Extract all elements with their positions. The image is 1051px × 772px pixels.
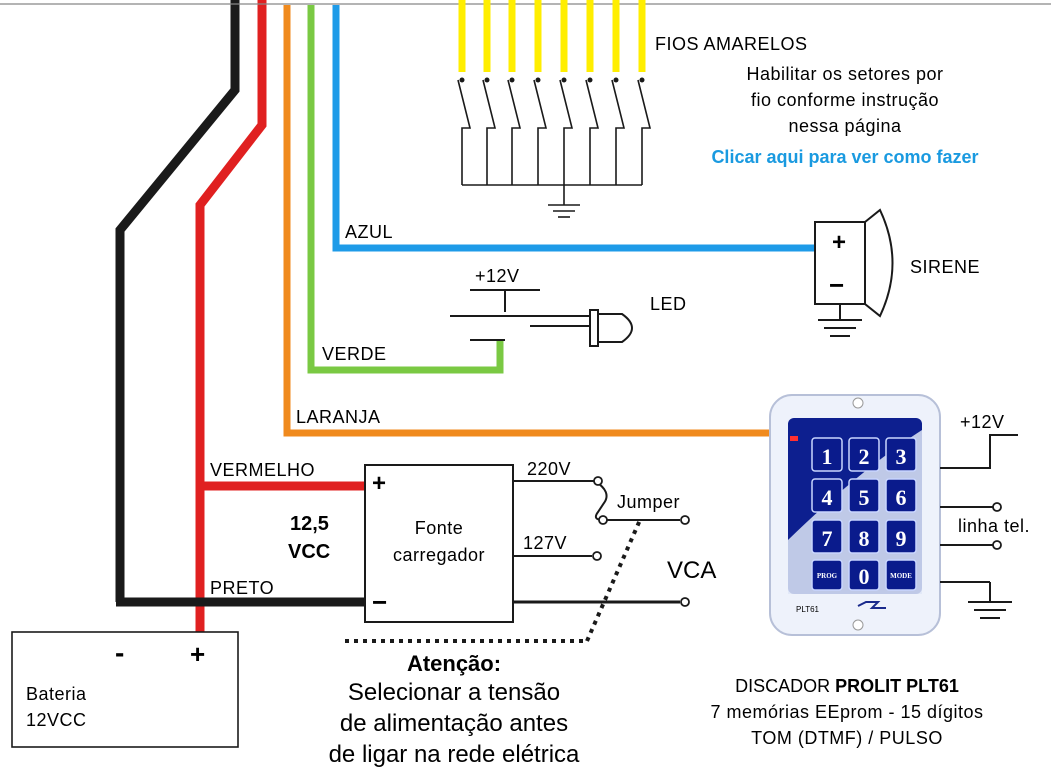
ac-connections bbox=[513, 480, 680, 604]
svg-text:7: 7 bbox=[822, 526, 833, 551]
svg-text:2: 2 bbox=[859, 444, 870, 469]
setores-instruction-1: Habilitar os setores por bbox=[746, 64, 943, 84]
preto-label: PRETO bbox=[210, 578, 274, 598]
wire-red bbox=[195, 0, 366, 660]
key-mode: MODE bbox=[885, 559, 917, 591]
atencao-line-3: de ligar na rede elétrica bbox=[329, 741, 580, 768]
key-9: 9 bbox=[885, 519, 917, 554]
vca-label: VCA bbox=[667, 557, 716, 584]
keypad-logo bbox=[857, 601, 886, 609]
v220-label: 220V bbox=[527, 459, 571, 479]
key-5: 5 bbox=[848, 478, 880, 513]
linha-tel-terminals bbox=[992, 502, 1002, 550]
key-2: 2 bbox=[848, 437, 880, 472]
svg-text:MODE: MODE bbox=[890, 572, 912, 580]
key-prog: PROG bbox=[811, 559, 843, 591]
key-7: 7 bbox=[811, 519, 843, 554]
discador-model: PROLIT PLT61 bbox=[835, 676, 959, 696]
keypad-brand: PLT61 bbox=[796, 605, 820, 614]
wire-black bbox=[115, 0, 240, 602]
vermelho-label: VERMELHO bbox=[210, 460, 315, 480]
discador-device bbox=[769, 394, 941, 636]
key-6: 6 bbox=[885, 478, 917, 513]
svg-text:9: 9 bbox=[896, 526, 907, 551]
fonte-label-1: Fonte bbox=[415, 518, 464, 538]
attention-pointer bbox=[345, 519, 642, 643]
svg-text:5: 5 bbox=[859, 485, 870, 510]
svg-text:1: 1 bbox=[822, 444, 833, 469]
led-label: LED bbox=[650, 294, 687, 314]
jumper-label: Jumper bbox=[617, 492, 680, 512]
key-4: 4 bbox=[811, 478, 843, 513]
sirene-symbol bbox=[814, 208, 894, 337]
keypad-keys: 1 2 3 4 5 6 7 8 9 PROG 0 MODE bbox=[811, 437, 917, 591]
discador-title: DISCADOR PROLIT PLT61 bbox=[735, 676, 959, 696]
key-8: 8 bbox=[848, 519, 880, 554]
v127-label: 127V bbox=[523, 533, 567, 553]
fonte-plus: + bbox=[372, 470, 386, 497]
wire-orange bbox=[283, 5, 775, 437]
linha-tel-label: linha tel. bbox=[958, 516, 1030, 536]
ac-terminals bbox=[592, 476, 690, 607]
discador-prefix: DISCADOR bbox=[735, 676, 835, 696]
wire-blue bbox=[332, 5, 815, 252]
discador-line-2: 7 memórias EEprom - 15 dígitos bbox=[710, 702, 983, 722]
vcc-value: 12,5 bbox=[290, 513, 329, 535]
key-0: 0 bbox=[848, 559, 880, 591]
svg-text:4: 4 bbox=[822, 485, 833, 510]
vcc-unit: VCC bbox=[288, 541, 330, 563]
fonte-box bbox=[364, 464, 514, 623]
atencao-line-2: de alimentação antes bbox=[340, 710, 568, 737]
azul-label: AZUL bbox=[345, 222, 393, 242]
plus12v-discador: +12V bbox=[960, 412, 1005, 432]
battery-label-1: Bateria bbox=[26, 684, 87, 704]
fonte-label-2: carregador bbox=[393, 545, 485, 565]
battery-box bbox=[11, 631, 239, 748]
led-symbol bbox=[450, 289, 633, 347]
battery-label-2: 12VCC bbox=[26, 710, 87, 730]
fonte-minus: − bbox=[372, 587, 387, 617]
svg-text:0: 0 bbox=[859, 564, 870, 589]
laranja-label: LARANJA bbox=[296, 407, 381, 427]
sector-switches bbox=[457, 0, 652, 218]
svg-text:8: 8 bbox=[859, 526, 870, 551]
wire-green bbox=[307, 5, 504, 374]
discador-line-3: TOM (DTMF) / PULSO bbox=[751, 728, 943, 748]
fios-amarelos-label: FIOS AMARELOS bbox=[655, 34, 808, 54]
battery-plus: + bbox=[190, 639, 205, 669]
discador-connections bbox=[940, 434, 1018, 619]
sirene-label: SIRENE bbox=[910, 257, 980, 277]
sirene-minus: − bbox=[829, 270, 844, 300]
setores-instruction-3: nessa página bbox=[788, 116, 902, 136]
atencao-title: Atenção: bbox=[407, 651, 501, 676]
setores-instruction-2: fio conforme instrução bbox=[751, 90, 939, 110]
svg-text:3: 3 bbox=[896, 444, 907, 469]
key-1: 1 bbox=[811, 437, 843, 472]
svg-text:6: 6 bbox=[896, 485, 907, 510]
key-3: 3 bbox=[885, 437, 917, 472]
atencao-line-1: Selecionar a tensão bbox=[348, 679, 560, 706]
setores-link[interactable]: Clicar aqui para ver como fazer bbox=[711, 147, 978, 167]
sirene-plus: + bbox=[832, 229, 846, 256]
battery-minus: - bbox=[115, 637, 124, 668]
verde-label: VERDE bbox=[322, 344, 387, 364]
svg-text:PROG: PROG bbox=[817, 572, 838, 580]
plus12v-led: +12V bbox=[475, 266, 520, 286]
